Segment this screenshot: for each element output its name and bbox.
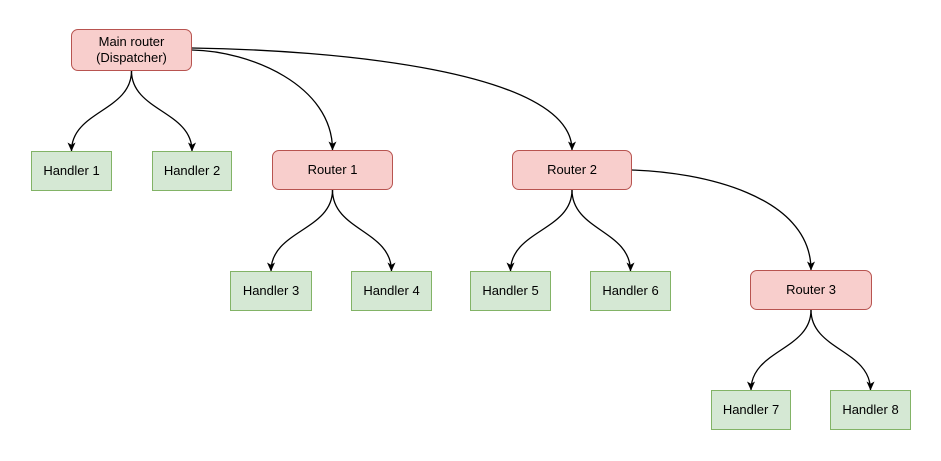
edge-main-router-to-router-1 <box>191 49 337 151</box>
edge-router-2-to-handler-5 <box>506 189 573 272</box>
edge-router-3-to-handler-7 <box>747 309 812 391</box>
node-router-3: Router 3 <box>750 270 872 310</box>
node-router-2-label: Router 2 <box>547 161 597 177</box>
edge-router-3-to-handler-8 <box>810 309 875 391</box>
node-handler-5: Handler 5 <box>470 271 551 311</box>
edge-main-router-to-handler-2 <box>130 70 196 152</box>
node-handler-8-label: Handler 8 <box>842 401 899 417</box>
node-handler-8: Handler 8 <box>830 390 911 430</box>
node-handler-5-label: Handler 5 <box>482 282 539 298</box>
edge-router-1-to-handler-4 <box>331 189 396 272</box>
node-router-1-label: Router 1 <box>307 161 358 177</box>
node-main-router: Main router (Dispatcher) <box>71 29 192 71</box>
node-handler-1: Handler 1 <box>31 151 112 191</box>
node-handler-7: Handler 7 <box>711 390 791 430</box>
node-handler-3-label: Handler 3 <box>242 282 300 298</box>
edge-router-1-to-handler-3 <box>267 189 334 272</box>
node-handler-2-label: Handler 2 <box>163 162 221 178</box>
node-handler-3: Handler 3 <box>230 271 312 311</box>
node-handler-4: Handler 4 <box>351 271 432 311</box>
node-handler-1-label: Handler 1 <box>43 162 100 178</box>
node-handler-4-label: Handler 4 <box>363 282 420 298</box>
edge-router-2-to-router-3 <box>631 169 815 271</box>
edge-main-router-to-router-2 <box>191 47 576 151</box>
node-handler-7-label: Handler 7 <box>722 401 780 417</box>
node-handler-6: Handler 6 <box>590 271 671 311</box>
node-main-router-label: Main router (Dispatcher) <box>96 33 167 65</box>
edge-main-router-to-handler-1 <box>67 70 133 152</box>
node-router-1: Router 1 <box>272 150 393 190</box>
node-router-3-label: Router 3 <box>786 281 836 297</box>
node-router-2: Router 2 <box>512 150 632 190</box>
node-handler-2: Handler 2 <box>152 151 232 191</box>
edge-router-2-to-handler-6 <box>571 189 635 272</box>
node-handler-6-label: Handler 6 <box>602 282 659 298</box>
